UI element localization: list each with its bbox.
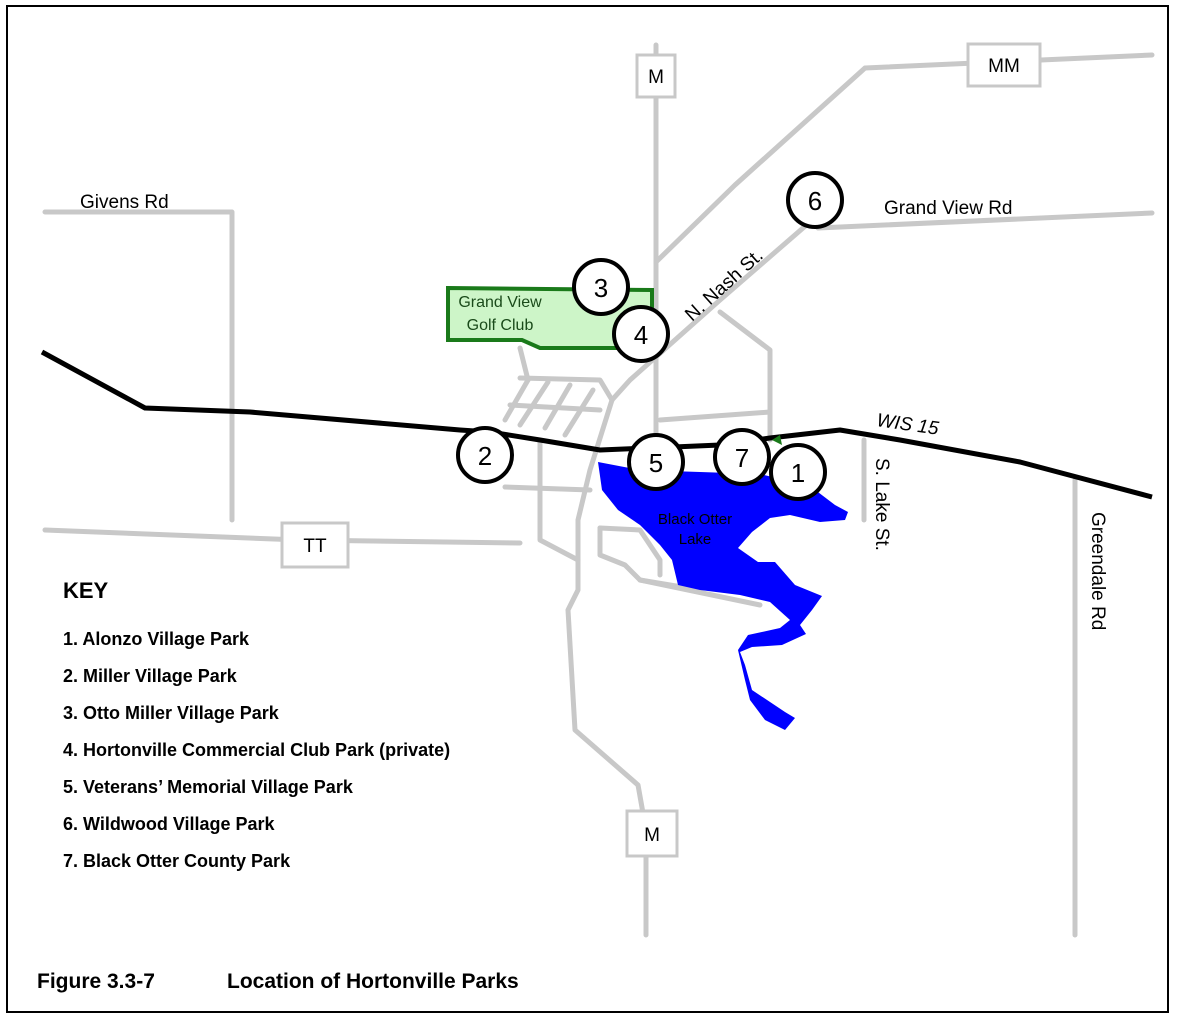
marker-4-circle (612, 305, 670, 363)
route-shields: M MM TT M (280, 42, 1042, 858)
figure-caption: Figure 3.3-7 Location of Hortonville Park… (37, 970, 519, 994)
lake-label-1: Black Otter (658, 511, 732, 528)
marker-5-label: 5 (649, 448, 663, 478)
key-list: 1. Alonzo Village Park 2. Miller Village… (63, 628, 450, 887)
road-grand-view (815, 210, 1155, 231)
key-item-1: 1. Alonzo Village Park (63, 629, 250, 649)
marker-6-circle (786, 171, 844, 229)
shield-m-north (635, 53, 677, 99)
marker-1-circle (769, 443, 827, 501)
road-grid-5 (562, 387, 596, 438)
road-label-givens: Givens Rd (80, 192, 169, 213)
marker-6-label: 6 (808, 186, 822, 216)
road-southwest-1 (537, 437, 581, 563)
key-item-3: 3. Otto Miller Village Park (63, 703, 279, 723)
road-southwest-3 (597, 525, 663, 578)
figure-number: Figure 3.3-7 (37, 970, 155, 993)
park-accent (772, 435, 782, 445)
marker-7-label: 7 (735, 443, 749, 473)
road-label-greendale: Greendale Rd (1087, 512, 1108, 630)
shield-m-south (625, 809, 679, 858)
figure-title: Location of Hortonville Parks (227, 970, 519, 993)
key-title: KEY (63, 578, 109, 603)
road-grid-1 (517, 375, 615, 403)
shield-tt-label: TT (303, 536, 327, 557)
road-mm (653, 52, 1155, 265)
road-southwest-2 (502, 484, 593, 493)
marker-7-circle (713, 428, 771, 486)
road-grid-3 (517, 379, 551, 428)
lake-label-2: Lake (679, 531, 712, 548)
road-grid-7 (517, 345, 531, 383)
marker-2-circle (456, 426, 514, 484)
road-southwest-5 (637, 577, 763, 608)
shield-mm-label: MM (988, 56, 1020, 77)
marker-1-label: 1 (791, 458, 805, 488)
road-nash (609, 212, 821, 403)
marker-2-label: 2 (478, 441, 492, 471)
key-item-2: 2. Miller Village Park (63, 666, 237, 686)
shield-tt (280, 521, 350, 569)
key-item-6: 6. Wildwood Village Park (63, 814, 275, 834)
golf-club-label-2: Golf Club (467, 317, 534, 334)
key-item-7: 7. Black Otter County Park (63, 851, 291, 871)
marker-3-circle (572, 258, 630, 316)
road-label-lake: S. Lake St. (871, 458, 892, 551)
highway-wis15 (40, 349, 1153, 500)
road-grid-6 (507, 402, 603, 413)
shield-m-south-label: M (644, 825, 660, 846)
road-grid-2 (502, 377, 531, 423)
road-east-link (657, 409, 773, 423)
map-frame (6, 5, 1169, 1013)
local-roads (42, 42, 1155, 938)
black-otter-lake (598, 462, 848, 730)
marker-5-circle (627, 433, 685, 491)
road-givens (42, 209, 235, 523)
shield-mm (966, 42, 1042, 88)
road-label-grand-view: Grand View Rd (884, 198, 1013, 219)
key-item-5: 5. Veterans’ Memorial Village Park (63, 777, 353, 797)
marker-4-label: 4 (634, 320, 648, 350)
park-markers: 1 2 3 4 5 6 7 (456, 171, 844, 501)
shield-m-north-label: M (648, 67, 664, 88)
golf-club-label-1: Grand View (458, 294, 542, 311)
road-east-connector (717, 309, 773, 443)
key-item-4: 4. Hortonville Commercial Club Park (pri… (63, 740, 451, 760)
marker-3-label: 3 (594, 273, 608, 303)
